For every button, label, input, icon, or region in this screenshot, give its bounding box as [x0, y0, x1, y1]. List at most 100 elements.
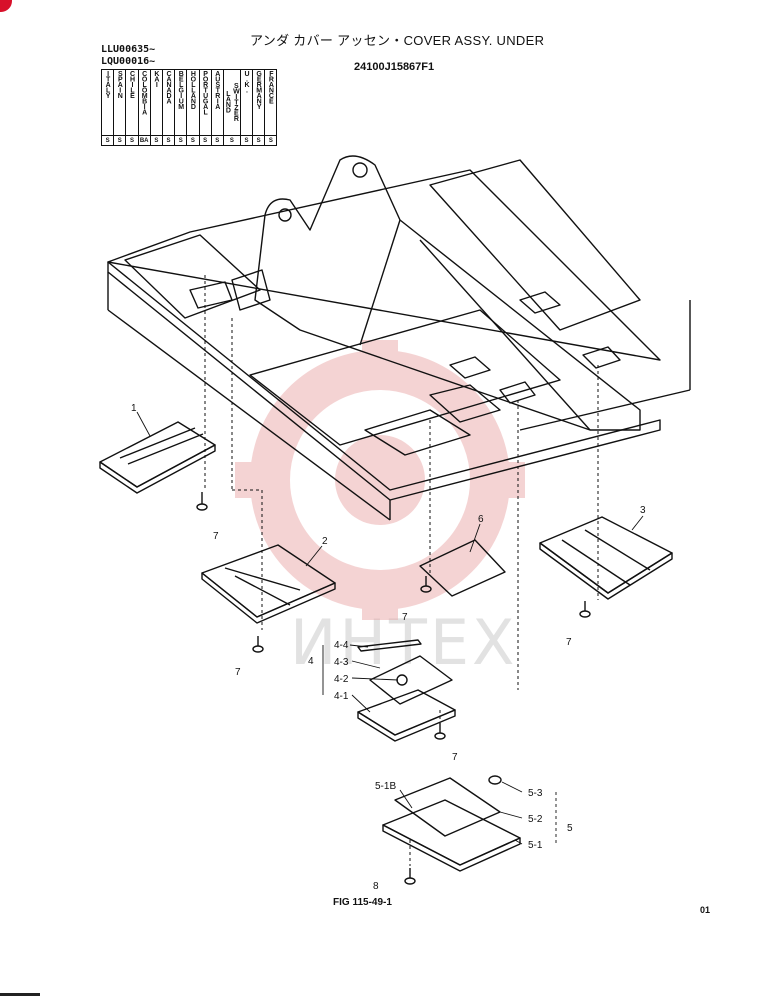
- frame-access-hole: [429, 384, 501, 423]
- watermark-gear-tooth: [362, 580, 398, 620]
- leader-line: [305, 545, 323, 567]
- country-name: CANADA: [165, 71, 173, 104]
- frame-right-opening: [429, 159, 641, 331]
- bracket-rib: [419, 239, 591, 431]
- lower-frame: [107, 159, 691, 521]
- callout-label: 8: [373, 881, 379, 892]
- leader-line: [399, 789, 413, 809]
- callout-label: 5: [567, 823, 573, 834]
- part-1-rib: [119, 427, 196, 459]
- part-5-assembly: [382, 775, 521, 872]
- bolt-icon: [420, 576, 432, 593]
- part-2-rib: [234, 575, 291, 606]
- country-name: ITALY: [104, 71, 112, 99]
- bolt-icon: [252, 636, 264, 653]
- mount-pad: [519, 291, 561, 314]
- part-6-cover-plate: [419, 539, 506, 597]
- part-2-cover-plate: [201, 544, 336, 624]
- part-1-rib: [127, 433, 204, 465]
- callout-label: 7: [402, 612, 408, 623]
- bolt-icon: [579, 601, 591, 618]
- leader-line: [349, 644, 369, 648]
- part-5-3-cap: [488, 775, 502, 785]
- bolts: [196, 492, 591, 885]
- leader-line: [501, 781, 523, 793]
- boom-pin-hole: [352, 162, 368, 178]
- callout-label: 5-2: [528, 814, 543, 825]
- frame-rear-rail: [519, 389, 691, 431]
- callout-label: 4-2: [334, 674, 349, 685]
- mount-pad: [582, 346, 621, 369]
- part-2-rib: [224, 567, 301, 591]
- leader-line: [351, 694, 371, 713]
- corner-mark: [0, 993, 40, 996]
- boom-bracket-body: [254, 155, 641, 431]
- watermark-gear-tooth: [362, 340, 398, 380]
- part-4-4-strip: [357, 639, 422, 652]
- callout-label: 7: [452, 752, 458, 763]
- frame-center-hatch: [364, 409, 471, 456]
- figure-number: FIG 115-49-1: [333, 897, 392, 908]
- mount-block: [231, 269, 271, 311]
- country-name: SWITZER LAND: [224, 82, 240, 122]
- frame-outline: [107, 169, 661, 361]
- callout-label: 1: [131, 403, 137, 414]
- serial-range-2: LQU00016~: [101, 56, 156, 67]
- country-name: GERMANY: [255, 71, 263, 110]
- page-title: アンダ カバー アッセン・COVER ASSY. UNDER: [250, 33, 545, 48]
- part-4-2-plate: [369, 655, 453, 705]
- country-name: AUSTRIA: [214, 71, 222, 110]
- watermark-gear-hub: [335, 435, 425, 525]
- mount-pad: [449, 356, 491, 379]
- watermark-gear-tooth: [235, 462, 275, 498]
- part-2-plate-edge: [201, 572, 336, 624]
- part-4-assembly: [357, 639, 456, 742]
- bolt-icon: [196, 492, 208, 511]
- frame-center-deck: [249, 309, 561, 446]
- callout-label: 7: [235, 667, 241, 678]
- watermark-gear-icon: [235, 340, 525, 620]
- callout-label: 3: [640, 505, 646, 516]
- part-6-plate-outline: [419, 539, 506, 597]
- country-name: U.K.: [243, 71, 251, 93]
- country-name: HOLLAND: [189, 71, 197, 110]
- bolt-icon: [434, 723, 446, 740]
- leader-line: [136, 411, 151, 437]
- country-name: PORTUGAL: [202, 71, 210, 115]
- leader-line: [499, 811, 523, 819]
- callout-label: 4-1: [334, 691, 349, 702]
- callout-label: 6: [478, 514, 484, 525]
- bracket-rib: [359, 219, 401, 346]
- country-code: S: [264, 135, 278, 146]
- part-3-plate-edge: [539, 542, 673, 600]
- country-code: S: [210, 135, 224, 146]
- mount-pad: [499, 381, 536, 404]
- leader-lines: [136, 411, 644, 845]
- callout-label: 4-4: [334, 640, 349, 651]
- mount-block: [189, 281, 233, 309]
- callout-label: 5-3: [528, 788, 543, 799]
- leader-line: [514, 839, 523, 845]
- part-1-plate-edge: [99, 444, 216, 494]
- page-code: 01: [700, 905, 711, 915]
- leader-line: [351, 677, 399, 681]
- part-number: 24100J15867F1: [354, 61, 435, 73]
- country-codes-row: S S S BA S S S S S S S S S S: [100, 135, 278, 146]
- watermark-gear-tooth: [485, 462, 525, 498]
- part-3-rib: [561, 539, 631, 586]
- country-names-row: ITALY SPAIN CHILE COLOMBIA KAI CANADA BE…: [100, 69, 278, 136]
- part-1-cover-plate: [99, 421, 216, 494]
- part-3-cover-plate: [539, 516, 673, 600]
- callout-label: 5-1: [528, 840, 543, 851]
- country-name: SPAIN: [116, 71, 124, 99]
- leader-line: [469, 523, 481, 553]
- callout-label: 5-1B: [375, 781, 396, 792]
- leader-line: [351, 660, 381, 669]
- country-name: KAI: [153, 71, 161, 88]
- boom-bracket: [254, 155, 641, 431]
- callout-label: 7: [566, 637, 572, 648]
- part-4-3-knob: [396, 674, 408, 686]
- callout-label: 4: [308, 656, 314, 667]
- leader-line: [631, 515, 644, 531]
